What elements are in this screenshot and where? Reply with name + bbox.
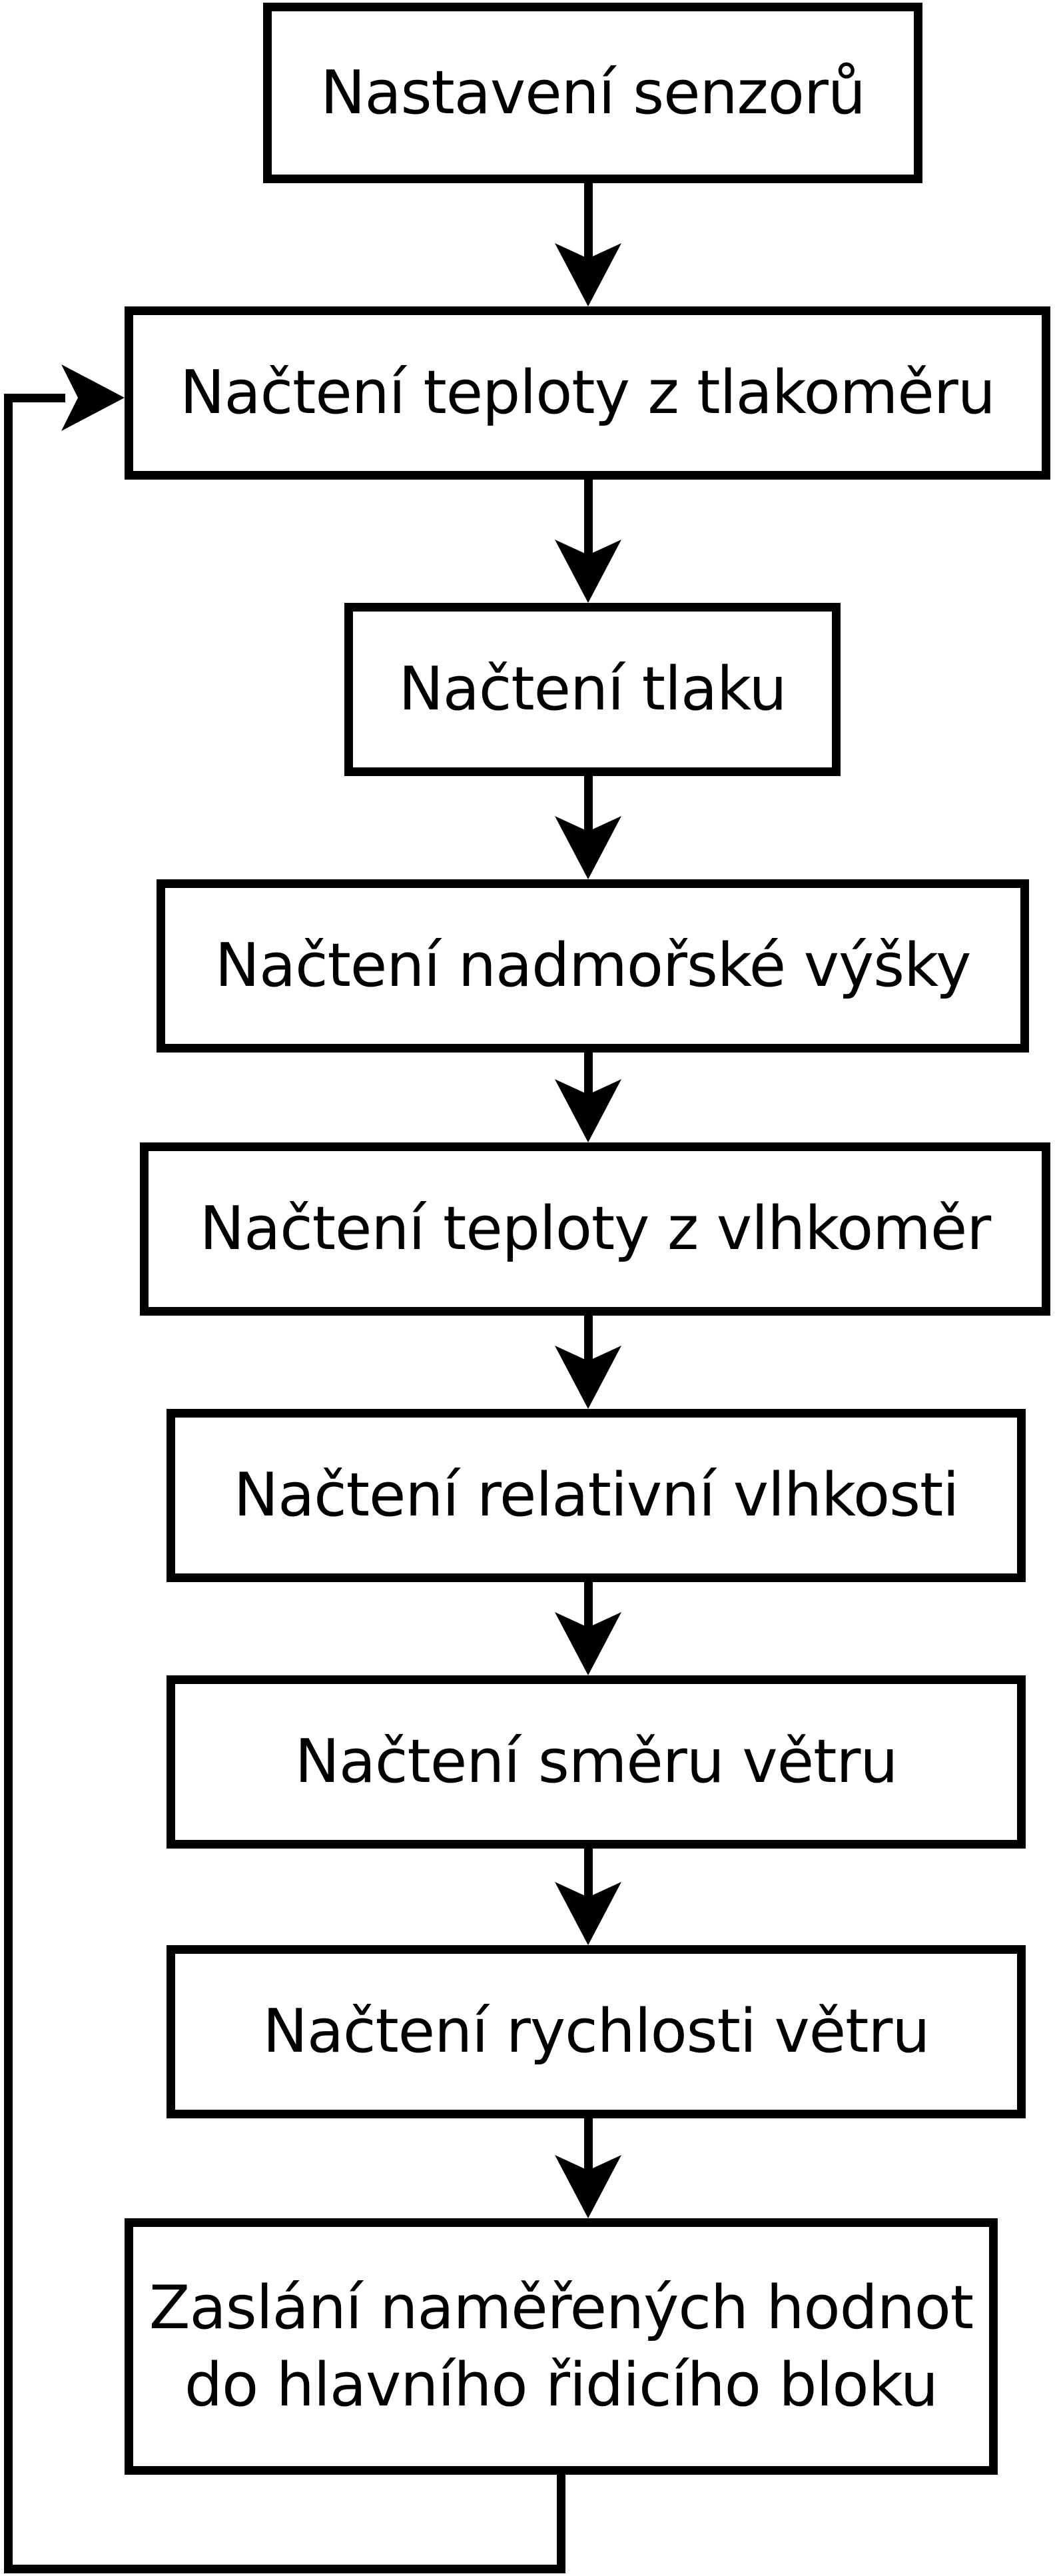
node-label: Nastavení senzorů bbox=[320, 57, 866, 128]
loop-back-down-segment bbox=[557, 2475, 565, 2573]
node-label-line-1: Zaslání naměřených hodnot bbox=[149, 2273, 974, 2344]
arrow-down-icon bbox=[555, 1079, 621, 1142]
arrow-down-icon bbox=[555, 816, 621, 879]
node-label: Zaslání naměřených hodnot do hlavního ři… bbox=[149, 2270, 974, 2423]
arrow-3-stem bbox=[584, 776, 593, 833]
node-label: Načtení relativní vlhkosti bbox=[233, 1460, 959, 1531]
node-read-temp-barometer: Načtení teploty z tlakoměru bbox=[125, 306, 1050, 480]
arrow-down-icon bbox=[555, 540, 621, 603]
arrow-down-icon bbox=[555, 1612, 621, 1675]
arrow-2-stem bbox=[584, 480, 593, 556]
node-read-altitude: Načtení nadmořské výšky bbox=[157, 879, 1029, 1053]
arrow-7-stem bbox=[584, 1849, 593, 1899]
loop-back-top-segment bbox=[4, 394, 65, 402]
node-label: Načtení teploty z tlakoměru bbox=[180, 358, 996, 428]
node-label: Načtení směru větru bbox=[294, 1727, 898, 1797]
node-label: Načtení nadmořské výšky bbox=[214, 931, 972, 1001]
node-read-wind-direction: Načtení směru větru bbox=[167, 1675, 1026, 1849]
node-read-pressure: Načtení tlaku bbox=[344, 603, 841, 776]
node-label: Načtení rychlosti větru bbox=[262, 1996, 930, 2067]
arrow-down-icon bbox=[555, 2155, 621, 2218]
node-label: Načtení tlaku bbox=[398, 654, 787, 725]
node-setup-sensors: Nastavení senzorů bbox=[263, 3, 922, 183]
arrow-down-icon bbox=[555, 1882, 621, 1945]
arrow-6-stem bbox=[584, 1582, 593, 1629]
arrow-8-stem bbox=[584, 2118, 593, 2172]
arrow-right-icon bbox=[61, 364, 125, 431]
loop-back-bottom-segment bbox=[4, 2565, 565, 2573]
loop-back-left-segment bbox=[4, 394, 13, 2573]
node-label: Načtení teploty z vlhkoměr bbox=[199, 1194, 991, 1264]
arrow-1-stem bbox=[584, 183, 593, 260]
node-read-wind-speed: Načtení rychlosti větru bbox=[167, 1945, 1026, 2118]
arrow-down-icon bbox=[555, 1346, 621, 1409]
arrow-5-stem bbox=[584, 1316, 593, 1362]
arrow-down-icon bbox=[555, 243, 621, 306]
node-label-line-2: do hlavního řidicího bloku bbox=[184, 2350, 938, 2420]
node-read-relative-humidity: Načtení relativní vlhkosti bbox=[167, 1409, 1026, 1582]
node-read-temp-hygrometer: Načtení teploty z vlhkoměr bbox=[140, 1142, 1050, 1316]
node-send-measured-values: Zaslání naměřených hodnot do hlavního ři… bbox=[125, 2218, 998, 2475]
arrow-4-stem bbox=[584, 1053, 593, 1096]
